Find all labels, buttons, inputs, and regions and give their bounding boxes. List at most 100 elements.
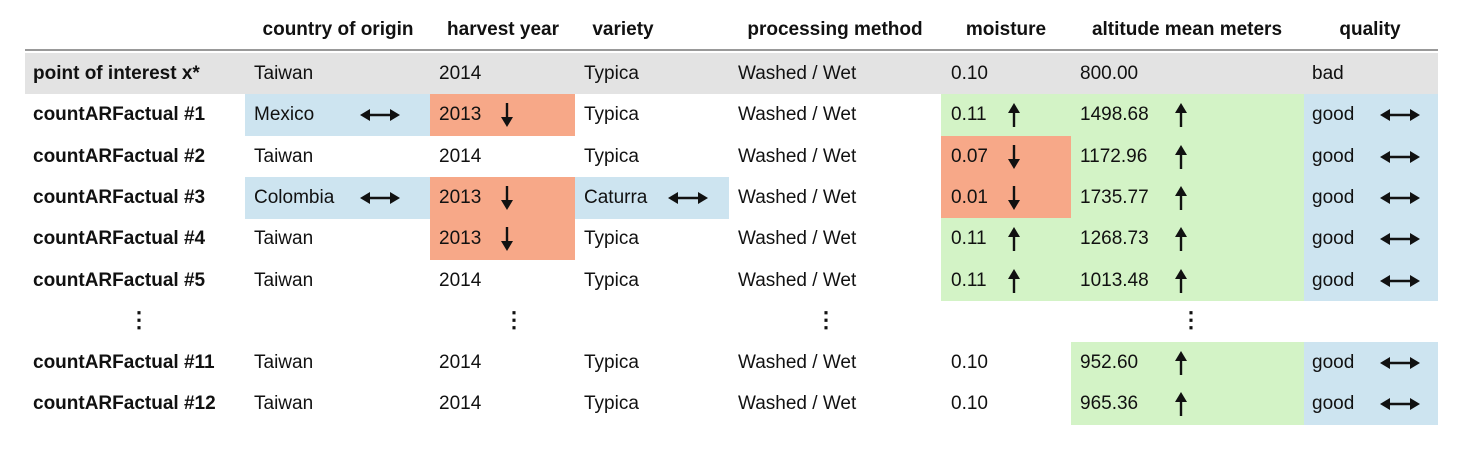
up-arrow-icon xyxy=(1174,351,1188,380)
cell-highlight-altitude xyxy=(1071,259,1304,302)
cell-quality: good xyxy=(1312,393,1355,415)
cell-quality: good xyxy=(1312,269,1355,291)
cell-quality: good xyxy=(1312,228,1355,250)
cell-process: Washed / Wet xyxy=(738,393,857,415)
double-arrow-icon xyxy=(1380,397,1420,416)
point-of-interest-row xyxy=(25,53,1438,94)
down-arrow-icon xyxy=(1007,144,1021,174)
down-arrow-icon xyxy=(500,227,514,256)
ellipsis-label: ⋮ xyxy=(128,306,150,332)
cell-altitude: 952.60 xyxy=(1080,352,1139,374)
cell-highlight-year xyxy=(430,218,575,260)
cell-quality: good xyxy=(1312,145,1355,167)
cell-moisture: 0.10 xyxy=(951,352,988,374)
up-arrow-icon xyxy=(1174,268,1188,298)
cell-process: Washed / Wet xyxy=(738,104,857,126)
cell-country: Mexico xyxy=(254,104,315,126)
double-arrow-icon xyxy=(668,191,708,210)
double-arrow-icon xyxy=(360,108,400,127)
cell-altitude: 1735.77 xyxy=(1080,186,1149,208)
double-arrow-icon xyxy=(360,191,400,210)
double-arrow-icon xyxy=(1380,108,1420,127)
down-arrow-icon xyxy=(1007,185,1021,215)
up-arrow-icon xyxy=(1007,268,1021,298)
header-divider xyxy=(25,49,1438,51)
cell-highlight-moisture xyxy=(941,259,1071,302)
row-label: countARFactual #5 xyxy=(33,269,206,291)
cell-year: 2014 xyxy=(439,145,482,167)
cell-country: Colombia xyxy=(254,186,335,208)
ellipsis-altitude: ⋮ xyxy=(1180,306,1202,332)
cell-altitude: 800.00 xyxy=(1080,63,1139,84)
row-label: point of interest x* xyxy=(33,63,200,84)
double-arrow-icon xyxy=(1380,150,1420,169)
up-arrow-icon xyxy=(1174,103,1188,132)
cell-process: Washed / Wet xyxy=(738,63,857,84)
cell-quality: good xyxy=(1312,104,1355,126)
cell-quality: bad xyxy=(1312,63,1344,84)
column-header-quality: quality xyxy=(1339,19,1401,40)
cell-altitude: 1013.48 xyxy=(1080,269,1149,291)
cell-year: 2013 xyxy=(439,104,482,126)
cell-country: Taiwan xyxy=(254,269,314,291)
up-arrow-icon xyxy=(1174,227,1188,256)
up-arrow-icon xyxy=(1174,144,1188,174)
ellipsis-year: ⋮ xyxy=(503,306,525,332)
cell-process: Washed / Wet xyxy=(738,352,857,374)
cell-highlight-year xyxy=(430,94,575,137)
cell-moisture: 0.11 xyxy=(951,269,987,291)
cell-altitude: 1498.68 xyxy=(1080,104,1149,126)
cell-highlight-year xyxy=(430,176,575,219)
row-label: countARFactual #11 xyxy=(33,352,215,374)
cell-country: Taiwan xyxy=(254,228,314,250)
cell-year: 2013 xyxy=(439,228,482,250)
column-header-process: processing method xyxy=(747,19,923,40)
cell-quality: good xyxy=(1312,352,1355,374)
row-label: countARFactual #12 xyxy=(33,393,216,415)
cell-altitude: 1172.96 xyxy=(1080,145,1148,167)
cell-variety: Typica xyxy=(584,269,639,291)
cell-country: Taiwan xyxy=(254,63,314,84)
cell-year: 2014 xyxy=(439,63,482,84)
cell-variety: Typica xyxy=(584,393,639,415)
cell-highlight-altitude xyxy=(1071,383,1304,426)
cell-process: Washed / Wet xyxy=(738,228,857,250)
cell-highlight-altitude xyxy=(1071,218,1304,260)
cell-variety: Typica xyxy=(584,352,639,374)
cell-moisture: 0.10 xyxy=(951,393,988,415)
column-header-country: country of origin xyxy=(262,19,414,40)
cell-moisture: 0.10 xyxy=(951,63,988,84)
double-arrow-icon xyxy=(1380,356,1420,375)
double-arrow-icon xyxy=(1380,191,1420,210)
row-label: countARFactual #1 xyxy=(33,104,206,126)
column-header-year: harvest year xyxy=(447,19,559,40)
cell-highlight-altitude xyxy=(1071,135,1304,178)
cell-quality: good xyxy=(1312,186,1355,208)
up-arrow-icon xyxy=(1174,185,1188,215)
cell-variety: Typica xyxy=(584,145,639,167)
cell-moisture: 0.11 xyxy=(951,228,987,250)
cell-moisture: 0.11 xyxy=(951,104,987,126)
cell-highlight-moisture xyxy=(941,176,1071,219)
row-label: countARFactual #4 xyxy=(33,228,206,250)
cell-process: Washed / Wet xyxy=(738,145,857,167)
cell-year: 2014 xyxy=(439,269,482,291)
up-arrow-icon xyxy=(1007,227,1021,256)
cell-year: 2013 xyxy=(439,186,482,208)
cell-year: 2014 xyxy=(439,393,482,415)
cell-process: Washed / Wet xyxy=(738,269,857,291)
cell-country: Taiwan xyxy=(254,145,314,167)
cell-highlight-moisture xyxy=(941,94,1071,137)
cell-country: Taiwan xyxy=(254,352,314,374)
cell-highlight-altitude xyxy=(1071,342,1304,384)
row-label: countARFactual #3 xyxy=(33,186,206,208)
cell-highlight-altitude xyxy=(1071,94,1304,137)
cell-highlight-moisture xyxy=(941,218,1071,260)
cell-year: 2014 xyxy=(439,352,482,374)
cell-highlight-moisture xyxy=(941,135,1071,178)
column-header-altitude: altitude mean meters xyxy=(1091,19,1283,40)
double-arrow-icon xyxy=(1380,232,1420,251)
cell-variety: Typica xyxy=(584,63,639,84)
up-arrow-icon xyxy=(1007,103,1021,132)
up-arrow-icon xyxy=(1174,392,1188,421)
